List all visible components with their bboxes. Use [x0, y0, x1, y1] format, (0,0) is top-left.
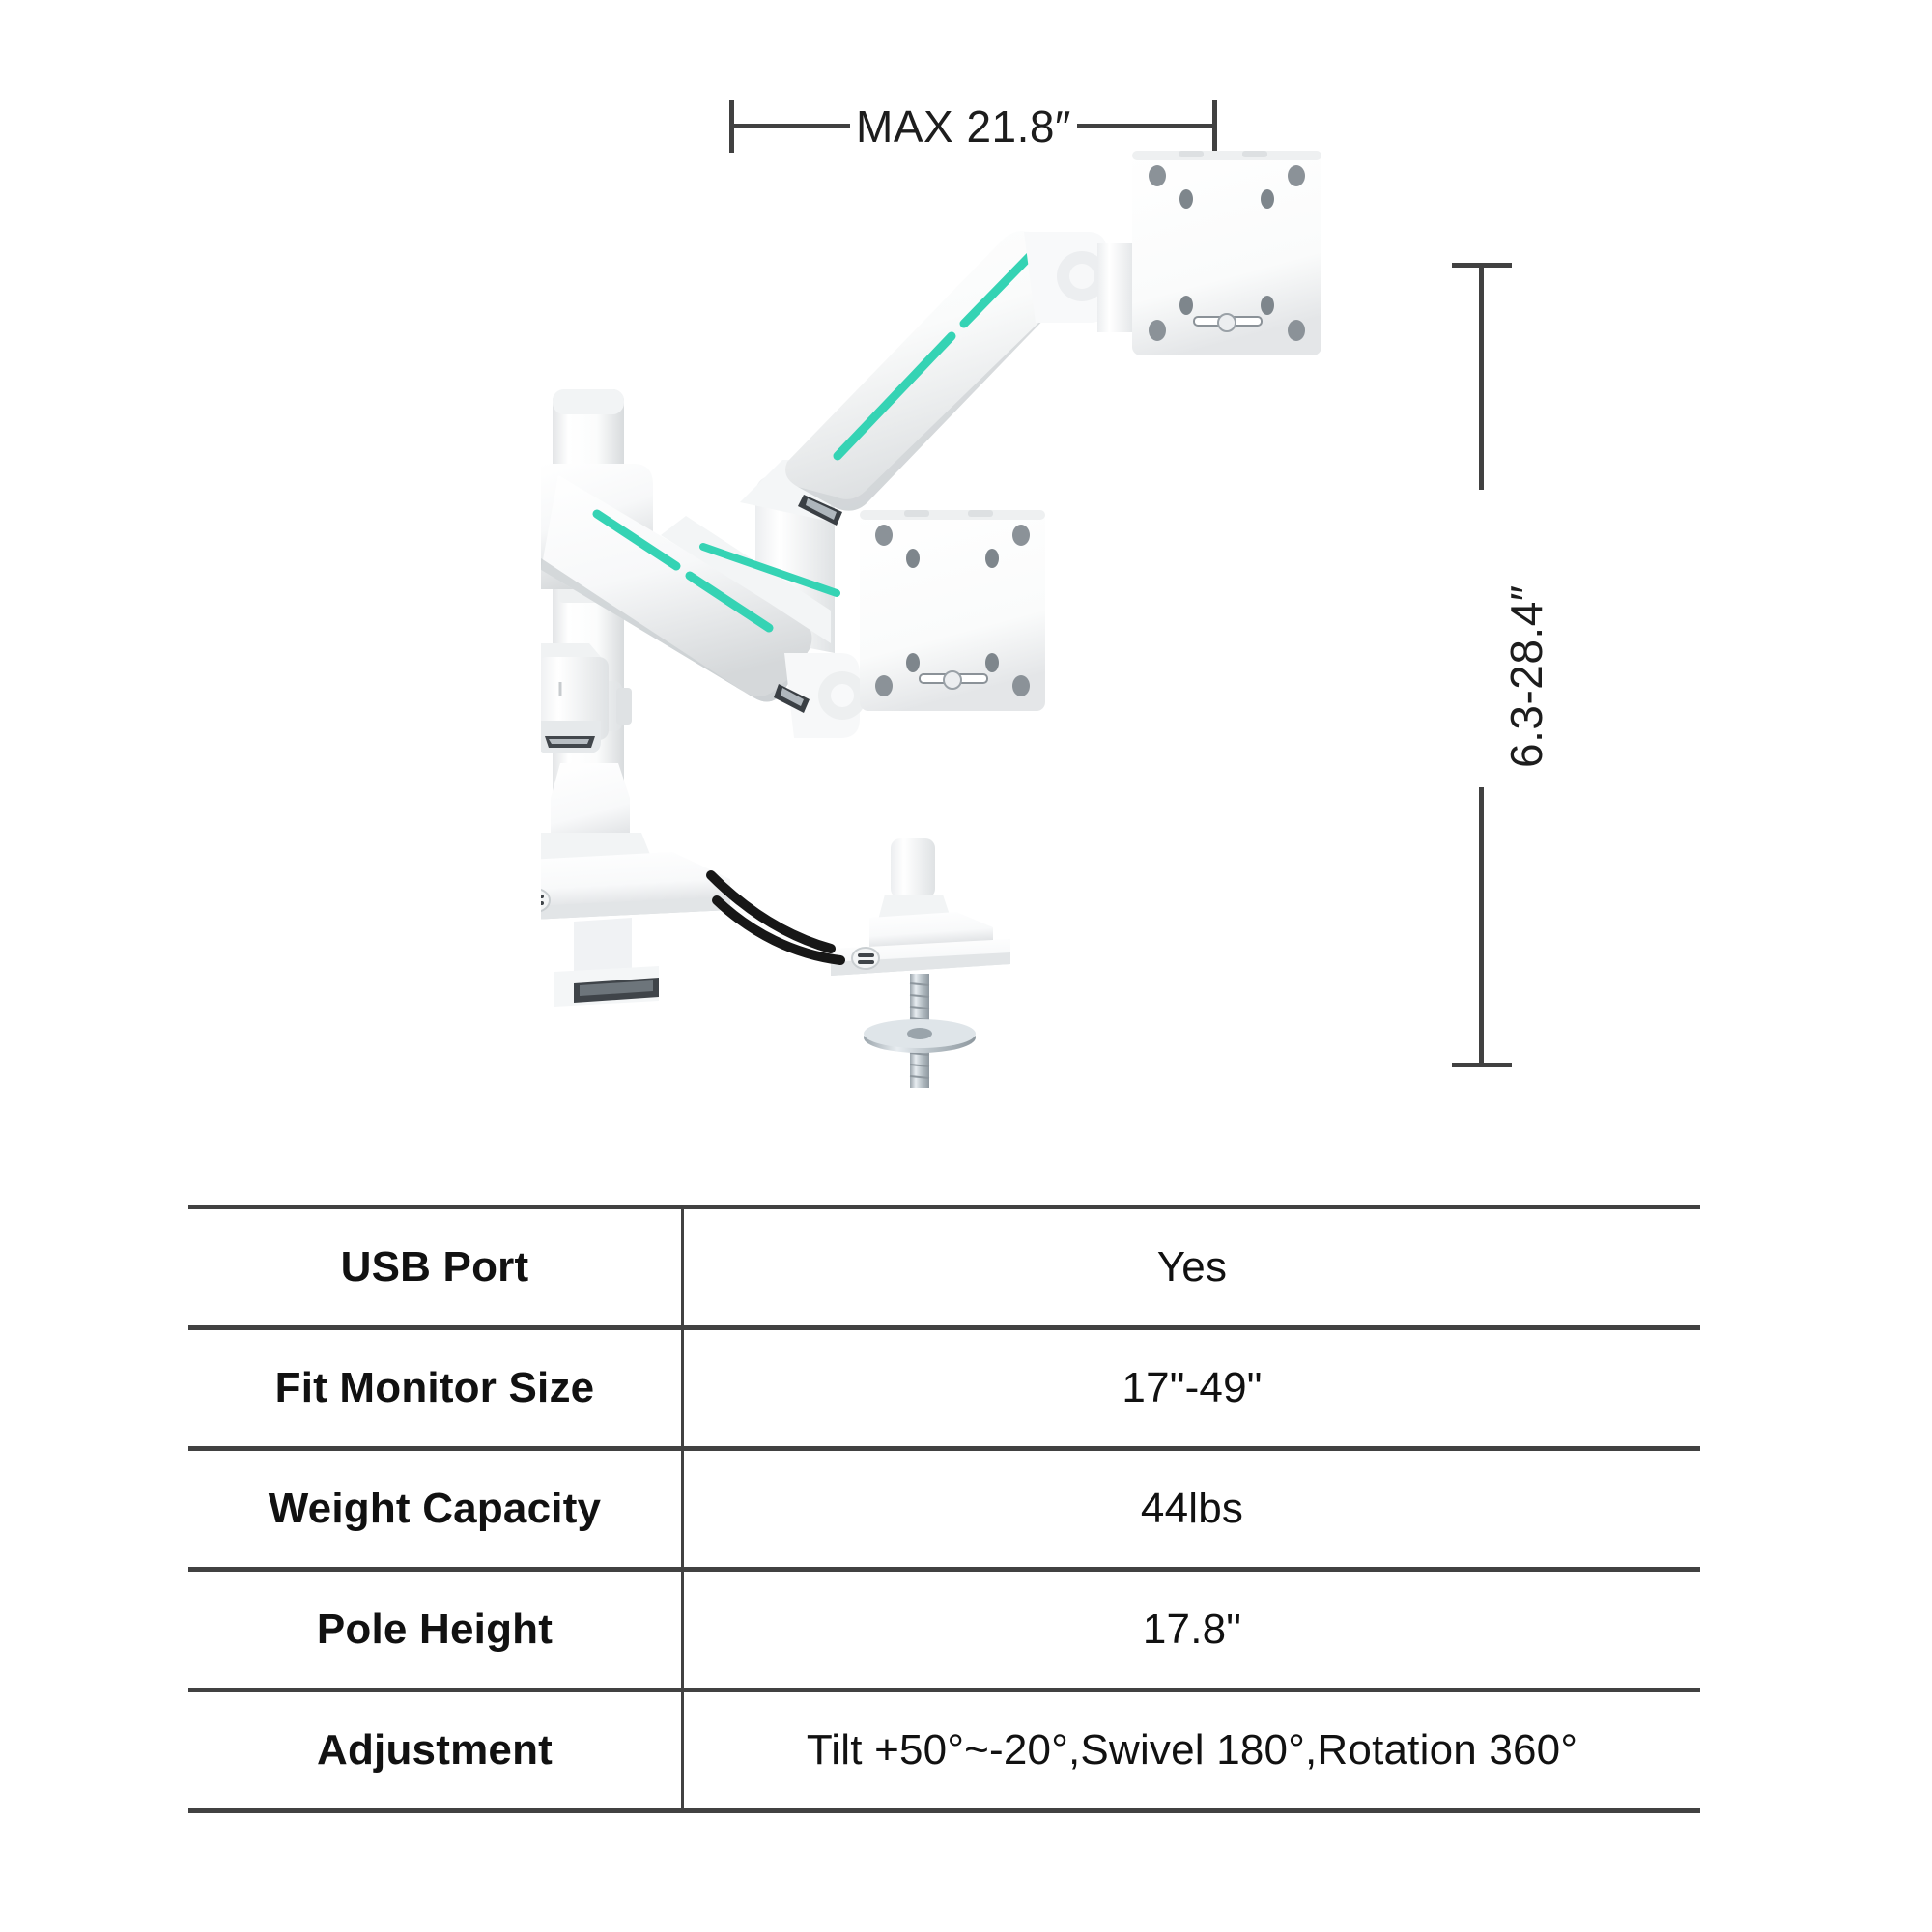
spec-value: 44lbs	[682, 1446, 1700, 1570]
dim-line-bottom-segment	[1479, 787, 1484, 1067]
table-row: Adjustment Tilt +50°~-20°,Swivel 180°,Ro…	[188, 1688, 1700, 1813]
vesa-plate-lower	[860, 510, 1045, 711]
accent-stripe-link	[699, 543, 840, 597]
spec-key: Pole Height	[188, 1567, 684, 1690]
c-clamp-base	[541, 763, 730, 1007]
dim-line-top-segment	[1479, 263, 1484, 490]
spec-key: Fit Monitor Size	[188, 1325, 684, 1449]
grommet-base	[831, 838, 1010, 1088]
grommet-cables	[706, 870, 845, 965]
upper-arm	[740, 231, 1138, 653]
specification-table: USB Port Yes Fit Monitor Size 17"-49" We…	[188, 1205, 1700, 1813]
dim-line-right	[1077, 124, 1217, 128]
dim-line-left	[729, 124, 850, 128]
spec-value: 17"-49"	[682, 1325, 1700, 1449]
lower-arm	[541, 464, 867, 753]
spec-key: USB Port	[188, 1205, 684, 1328]
vesa-plate-upper	[1132, 151, 1321, 355]
table-row: Pole Height 17.8"	[188, 1567, 1700, 1690]
product-illustration	[541, 116, 1372, 1159]
accent-stripe-upper	[833, 242, 1043, 461]
table-row: Weight Capacity 44lbs	[188, 1446, 1700, 1570]
horizontal-dimension-label: MAX 21.8″	[856, 101, 1071, 152]
table-row: Fit Monitor Size 17"-49"	[188, 1325, 1700, 1449]
dim-cap-bottom	[1452, 1063, 1512, 1067]
vertical-dimension-label: 6.3-28.4″	[1501, 584, 1551, 768]
accent-stripe-lower	[592, 509, 774, 633]
spec-key: Adjustment	[188, 1688, 684, 1813]
spec-value: Tilt +50°~-20°,Swivel 180°,Rotation 360°	[682, 1688, 1700, 1813]
table-row: USB Port Yes	[188, 1205, 1700, 1328]
spec-key: Weight Capacity	[188, 1446, 684, 1570]
dim-cap-right	[1212, 100, 1217, 153]
spec-value: Yes	[682, 1205, 1700, 1328]
spec-value: 17.8"	[682, 1567, 1700, 1690]
